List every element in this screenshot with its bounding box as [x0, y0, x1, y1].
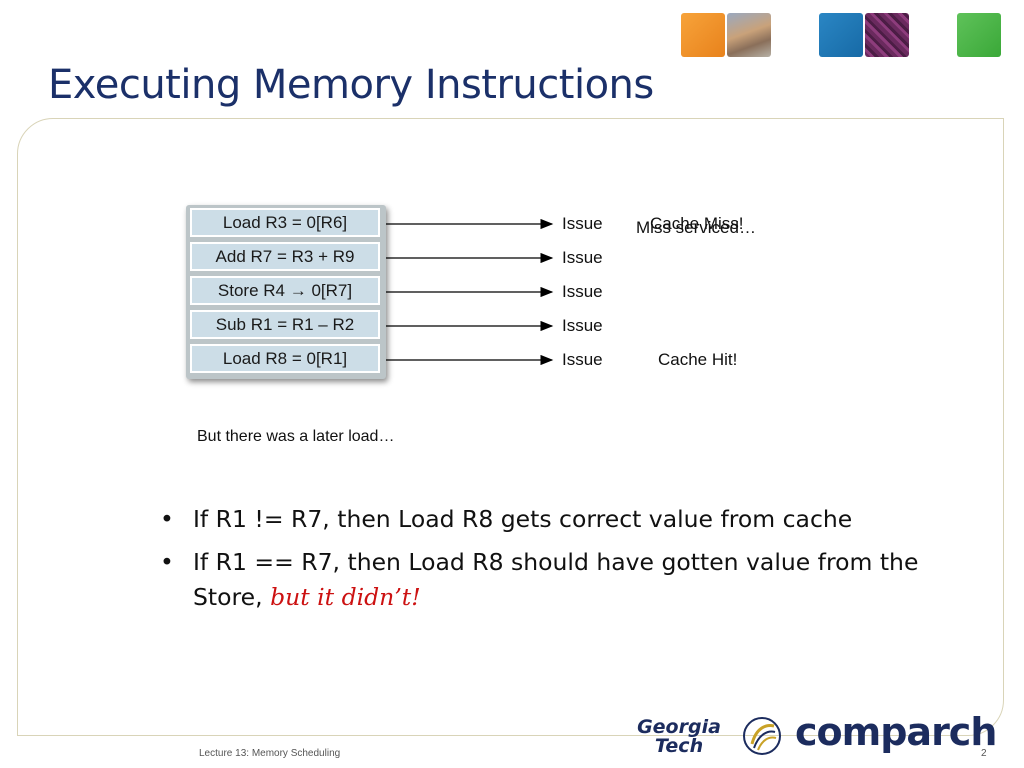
- cache-hit-note: Cache Hit!: [658, 350, 738, 369]
- instruction-stack: Load R3 = 0[R6] Add R7 = R3 + R9 Store R…: [186, 205, 386, 379]
- miss-serviced-note: Miss serviced…: [636, 218, 756, 237]
- issue-label-2: Issue: [562, 248, 603, 267]
- decor-building-photo: [727, 13, 771, 57]
- content-frame: [17, 118, 1004, 736]
- bullet-item-1: • If R1 != R7, then Load R8 gets correct…: [160, 502, 920, 537]
- instruction-load-r3: Load R3 = 0[R6]: [190, 208, 380, 237]
- decor-blue-square: [819, 13, 863, 57]
- georgia-tech-logo: Georgia Tech: [632, 718, 726, 756]
- issue-label-4: Issue: [562, 316, 603, 335]
- decor-orange-square: [681, 13, 725, 57]
- bullet-emphasis: but it didn’t!: [270, 583, 421, 611]
- bullet-item-2: • If R1 == R7, then Load R8 should have …: [160, 545, 920, 615]
- footer-lecture: Lecture 13: Memory Scheduling: [199, 748, 341, 759]
- gt-seal-icon: [743, 717, 781, 755]
- instruction-load-r8: Load R8 = 0[R1]: [190, 344, 380, 373]
- gt-logo-line1: Georgia: [637, 716, 721, 738]
- slide-title: Executing Memory Instructions: [48, 62, 654, 108]
- bullet-dot: •: [160, 505, 174, 533]
- comparch-logo: comparch: [795, 710, 997, 754]
- later-load-note: But there was a later load…: [197, 428, 395, 445]
- bullet-text: If R1 == R7, then Load R8 should have go…: [193, 548, 919, 611]
- issue-label-3: Issue: [562, 282, 603, 301]
- issue-label-5: Issue: [562, 350, 603, 369]
- bullet-dot: •: [160, 548, 174, 576]
- bullet-text: If R1 != R7, then Load R8 gets correct v…: [193, 505, 853, 533]
- bullet-list: • If R1 != R7, then Load R8 gets correct…: [160, 502, 920, 623]
- instruction-sub-r1: Sub R1 = R1 – R2: [190, 310, 380, 339]
- cache-miss-note: Cache Miss!: [650, 214, 744, 233]
- instruction-add-r7: Add R7 = R3 + R9: [190, 242, 380, 271]
- page-number: 2: [981, 748, 987, 759]
- issue-label-1: Issue: [562, 214, 603, 233]
- decor-circuit-photo: [865, 13, 909, 57]
- decor-green-square: [957, 13, 1001, 57]
- instruction-store-r4: Store R4 → 0[R7]: [190, 276, 380, 305]
- gt-logo-line2: Tech: [654, 735, 704, 757]
